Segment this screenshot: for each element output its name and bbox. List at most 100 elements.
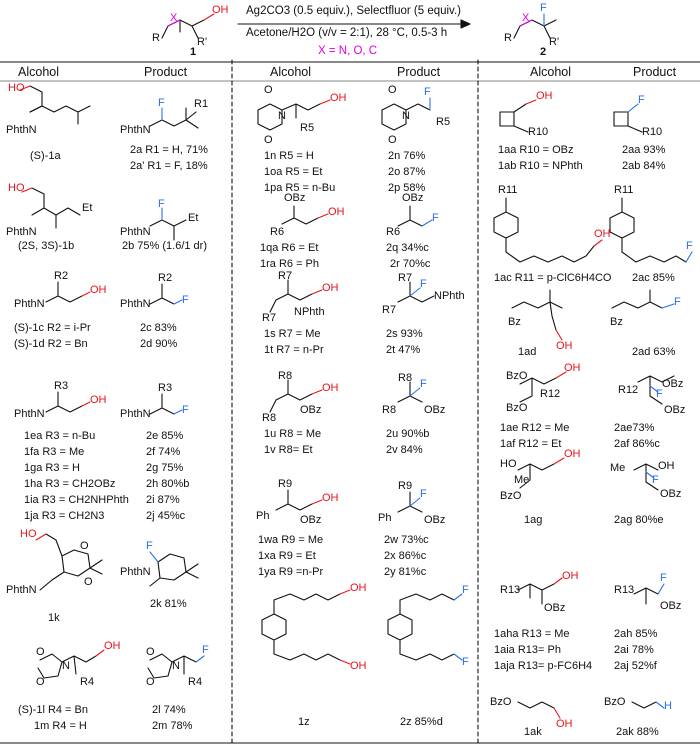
label-2ab: 2ab 84% — [622, 160, 666, 172]
label-1j: 1ja R3 = CH2N3 — [24, 510, 105, 522]
label-2o: 2o 87% — [388, 166, 426, 178]
atom-phthn: PhthN — [6, 226, 37, 238]
atom-o: O — [36, 646, 45, 658]
prod-r: R — [504, 32, 512, 44]
label-2t: 2t 47% — [386, 344, 421, 356]
label-2s: 2s 93% — [386, 328, 423, 340]
label-1b: (2S, 3S)-1b — [18, 240, 75, 252]
header-product-3: Product — [633, 65, 677, 79]
struct-1n — [257, 103, 321, 131]
rlabel-r10: R10 — [528, 126, 549, 138]
rlabel-r5: R5 — [300, 122, 315, 134]
atom-o: O — [264, 84, 273, 96]
struct-2e — [149, 393, 175, 415]
reagents-bottom: Acetone/H2O (v/v = 2:1), 28 °C, 0.5-3 h — [246, 27, 448, 39]
label-2a-prime: 2a' R1 = F, 18% — [130, 160, 208, 172]
atom-et: Et — [188, 212, 199, 224]
atom-o: O — [146, 646, 155, 658]
label-1c: (S)-1c R2 = i-Pr — [14, 322, 91, 334]
header-alcohol-2: Alcohol — [270, 65, 311, 79]
header-alcohol-3: Alcohol — [530, 65, 571, 79]
label-1k: 1k — [48, 612, 60, 624]
label-2ae: 2ae73% — [614, 422, 655, 434]
prod-f: F — [540, 2, 547, 14]
rlabel-r8: R8 — [382, 404, 397, 416]
rlabel-r13: R13 — [614, 584, 635, 596]
rlabel-r1: R1 — [194, 98, 209, 110]
label-1m: 1m R4 = H — [34, 720, 87, 732]
atom-oh: OH — [322, 382, 339, 394]
label-2a: 2a R1 = H, 71% — [130, 144, 208, 156]
label-2ak: 2ak 88% — [616, 726, 659, 738]
label-1h: 1ha R3 = CH2OBz — [24, 478, 116, 490]
atom-f: F — [660, 572, 667, 584]
atom-me: Me — [514, 474, 530, 486]
atom-f: F — [656, 388, 663, 400]
struct-2u — [397, 381, 423, 403]
label-2ah: 2ah 85% — [614, 628, 658, 640]
struct-1ag — [517, 463, 555, 489]
atom-oh: OH — [564, 448, 581, 460]
prod-rp: R' — [549, 36, 560, 48]
label-1ab: 1ab R10 = NPhth — [498, 160, 583, 172]
atom-f: F — [420, 488, 427, 500]
atom-obz: OBz — [544, 602, 566, 614]
label-2v: 2v 84% — [386, 444, 423, 456]
label-1ae: 1ae R12 = Me — [500, 422, 570, 434]
rlabel-r10: R10 — [642, 126, 663, 138]
atom-oh: OH — [594, 228, 611, 240]
label-1i: 1ia R3 = CH2NHPhth — [24, 494, 129, 506]
label-1r: 1ra R6 = Ph — [260, 258, 320, 270]
rlabel-r9: R9 — [398, 480, 413, 492]
atom-phthn: PhthN — [6, 584, 37, 596]
atom-obz: OBz — [402, 192, 424, 204]
atom-phthn: PhthN — [14, 408, 45, 420]
rlabel-r3: R3 — [54, 380, 69, 392]
atom-oh: OH — [556, 718, 573, 730]
atom-n: N — [62, 660, 70, 672]
rlabel-r2: R2 — [54, 270, 69, 282]
struct-1ak — [517, 701, 555, 709]
label-2j: 2j 45%c — [146, 510, 186, 522]
label-2aa: 2aa 93% — [622, 144, 666, 156]
atom-obz: OBz — [660, 600, 682, 612]
atom-h: H — [664, 700, 672, 712]
struct-2b — [149, 219, 187, 241]
label-1z: 1z — [298, 716, 310, 728]
atom-oh: OH — [350, 660, 367, 672]
struct-1a — [29, 85, 91, 125]
label-2af: 2af 86%c — [614, 438, 660, 450]
rlabel-r12: R12 — [618, 384, 639, 396]
label-2e: 2e 85% — [146, 430, 184, 442]
atom-phthn: PhthN — [120, 566, 151, 578]
atom-oh: OH — [90, 394, 107, 406]
atom-bzo: BzO — [604, 696, 626, 708]
atom-oh: OH — [330, 92, 347, 104]
x-definition: X = N, O, C — [318, 45, 378, 57]
label-1t: 1t R7 = n-Pr — [264, 344, 324, 356]
struct-1c — [45, 281, 83, 303]
atom-oh: OH — [658, 460, 675, 472]
label-2z: 2z 85%d — [400, 716, 443, 728]
atom-ho: HO — [20, 528, 37, 540]
rlabel-r4: R4 — [80, 676, 95, 688]
sm-x: X — [170, 12, 178, 24]
atom-f: F — [182, 404, 189, 416]
label-1u: 1u R8 = Me — [264, 428, 322, 440]
atom-o: O — [264, 134, 273, 146]
struct-2n — [381, 103, 431, 131]
struct-1e — [45, 391, 83, 413]
label-2l: 2l 74% — [152, 704, 186, 716]
atom-ph: Ph — [256, 510, 270, 522]
atom-f: F — [146, 540, 153, 552]
atom-bzo: BzO — [490, 696, 512, 708]
label-2q: 2q 34%c — [386, 242, 429, 254]
struct-1ah — [517, 583, 555, 605]
atom-f: F — [462, 584, 469, 596]
sm-number: 1 — [190, 46, 197, 58]
atom-f: F — [652, 474, 659, 486]
rlabel-r3: R3 — [158, 382, 173, 394]
label-1aa: 1aa R10 = OBz — [498, 144, 574, 156]
label-2c: 2c 83% — [140, 322, 177, 334]
struct-2ak — [631, 701, 657, 709]
